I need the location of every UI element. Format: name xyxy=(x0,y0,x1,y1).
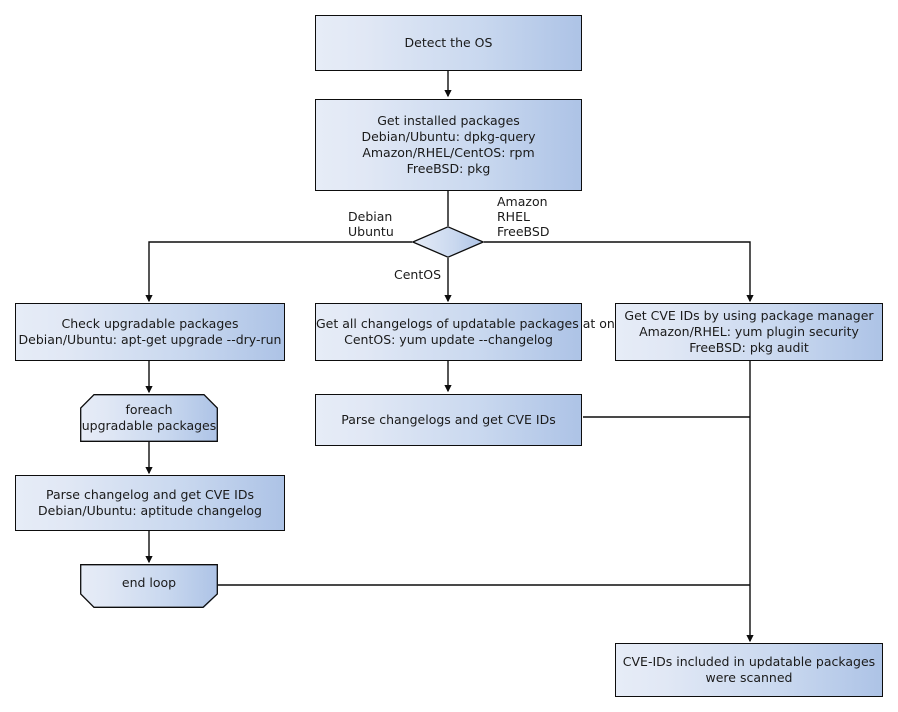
node-detect-os-label: Detect the OS xyxy=(404,35,493,50)
node-parse-changelogs-all[interactable]: Parse changelogs and get CVE IDs xyxy=(315,394,582,446)
node-foreach-loop-start[interactable]: foreach upgradable packages xyxy=(80,394,218,442)
node-parse-changelog-single[interactable]: Parse changelog and get CVE IDs Debian/U… xyxy=(15,475,285,531)
node-get-cve-ids-package-manager[interactable]: Get CVE IDs by using package manager Ama… xyxy=(615,303,883,361)
end-loop-textwrap: end loop xyxy=(80,564,218,608)
node-end-loop[interactable]: end loop xyxy=(80,564,218,608)
node-detect-os[interactable]: Detect the OS xyxy=(315,15,582,71)
node-check-upgradable-packages[interactable]: Check upgradable packages Debian/Ubuntu:… xyxy=(15,303,285,361)
node-scanned-result-label: CVE-IDs included in updatable packages w… xyxy=(622,654,876,685)
edge-decision-to-check-upgradable xyxy=(145,241,412,303)
edge-decision-to-pkgmgr xyxy=(484,241,754,303)
edge-label-amazon-rhel-freebsd: Amazon RHEL FreeBSD xyxy=(497,194,550,239)
node-check-upgradable-packages-label: Check upgradable packages Debian/Ubuntu:… xyxy=(18,316,282,347)
edge-label-debian-ubuntu: Debian Ubuntu xyxy=(348,209,394,239)
edge-label-centos: CentOS xyxy=(394,267,442,282)
node-os-decision[interactable] xyxy=(411,226,485,258)
node-get-all-changelogs-label: Get all changelogs of updatable packages… xyxy=(316,316,630,347)
node-get-installed-packages-label: Get installed packages Debian/Ubuntu: dp… xyxy=(361,113,536,176)
node-parse-changelogs-all-label: Parse changelogs and get CVE IDs xyxy=(341,412,556,427)
node-get-installed-packages[interactable]: Get installed packages Debian/Ubuntu: dp… xyxy=(315,99,582,191)
node-get-all-changelogs[interactable]: Get all changelogs of updatable packages… xyxy=(315,303,630,361)
node-parse-changelog-single-label: Parse changelog and get CVE IDs Debian/U… xyxy=(38,487,262,518)
node-get-cve-ids-package-manager-label: Get CVE IDs by using package manager Ama… xyxy=(624,308,874,355)
node-foreach-loop-start-label: foreach upgradable packages xyxy=(81,402,217,433)
node-scanned-result[interactable]: CVE-IDs included in updatable packages w… xyxy=(615,643,883,697)
node-end-loop-label: end loop xyxy=(121,575,177,590)
foreach-loop-start-textwrap: foreach upgradable packages xyxy=(80,394,218,442)
